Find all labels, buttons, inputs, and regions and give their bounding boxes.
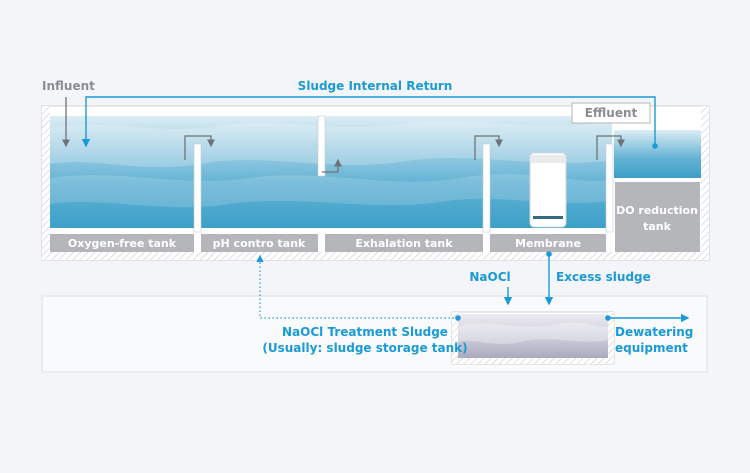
tank-label-membrane: Membrane: [515, 237, 581, 250]
storage-wall-left: [452, 312, 458, 364]
flow-arrow-4: [596, 135, 625, 160]
dewatering-start-dot: [605, 315, 611, 321]
storage-floor: [452, 358, 614, 364]
tank-wall-left: [42, 106, 50, 260]
dewatering-label-2: equipment: [615, 341, 688, 355]
tank-wall-right: [701, 106, 709, 260]
partition-3: [605, 143, 614, 233]
effluent-box: [571, 102, 651, 124]
tank-label-exhalation: Exhalation tank: [355, 237, 453, 250]
sludge-return-line: [81, 96, 656, 148]
flow-arrow-3: [474, 135, 503, 160]
membrane-cap: [530, 155, 566, 163]
tank-label-ph-control: pH contro tank: [213, 237, 306, 250]
partition-1: [193, 143, 202, 233]
membrane-unit: [529, 152, 567, 228]
storage-sludge: [458, 314, 608, 358]
partition-2: [482, 143, 491, 233]
sludge-return-label: Sludge Internal Return: [298, 79, 453, 93]
dewatering-label-1: Dewatering: [615, 325, 693, 339]
membrane-module: [529, 152, 567, 228]
sludge-wave: [458, 322, 608, 344]
tank-label-bar-oxygen-free: [50, 234, 194, 252]
storage-wall-right: [608, 312, 614, 364]
tank-label-bar-exhalation: [325, 234, 483, 252]
sludge-storage-tank: [451, 311, 615, 365]
do-reduction-tank: [615, 182, 700, 252]
naocl-label: NaOCl: [469, 270, 510, 284]
effluent-label: Effluent: [585, 106, 638, 120]
do-reduction-label-2: tank: [643, 220, 672, 233]
excess-sludge-label: Excess sludge: [556, 270, 651, 284]
influent-label: Influent: [42, 79, 95, 93]
sludge-return-start-dot: [652, 143, 658, 149]
tank-label-bar-ph: [201, 234, 318, 252]
main-tank: DO reduction tank Oxygen-free tank pH co…: [41, 105, 710, 261]
tank-label-oxygen-free: Oxygen-free tank: [68, 237, 177, 250]
baffle: [317, 115, 326, 177]
naocl-sludge-label-2: (Usually: sludge storage tank): [262, 341, 467, 355]
flow-arrow-2: [322, 158, 342, 173]
naocl-return-dot: [455, 315, 461, 321]
water-wave-2: [50, 174, 612, 208]
tank-floor: [42, 252, 709, 260]
internal-flow-arrows: [184, 135, 625, 173]
do-tank-water: [614, 130, 701, 178]
do-reduction-label-1: DO reduction: [616, 204, 698, 217]
membrane-base: [533, 216, 563, 219]
tank-label-bar-membrane: [490, 234, 606, 252]
excess-sludge-start-dot: [546, 251, 552, 257]
flow-arrow-1: [184, 135, 215, 160]
water-wave-1: [50, 121, 612, 168]
naocl-sludge-label-1: NaOCl Treatment Sludge: [282, 325, 448, 339]
